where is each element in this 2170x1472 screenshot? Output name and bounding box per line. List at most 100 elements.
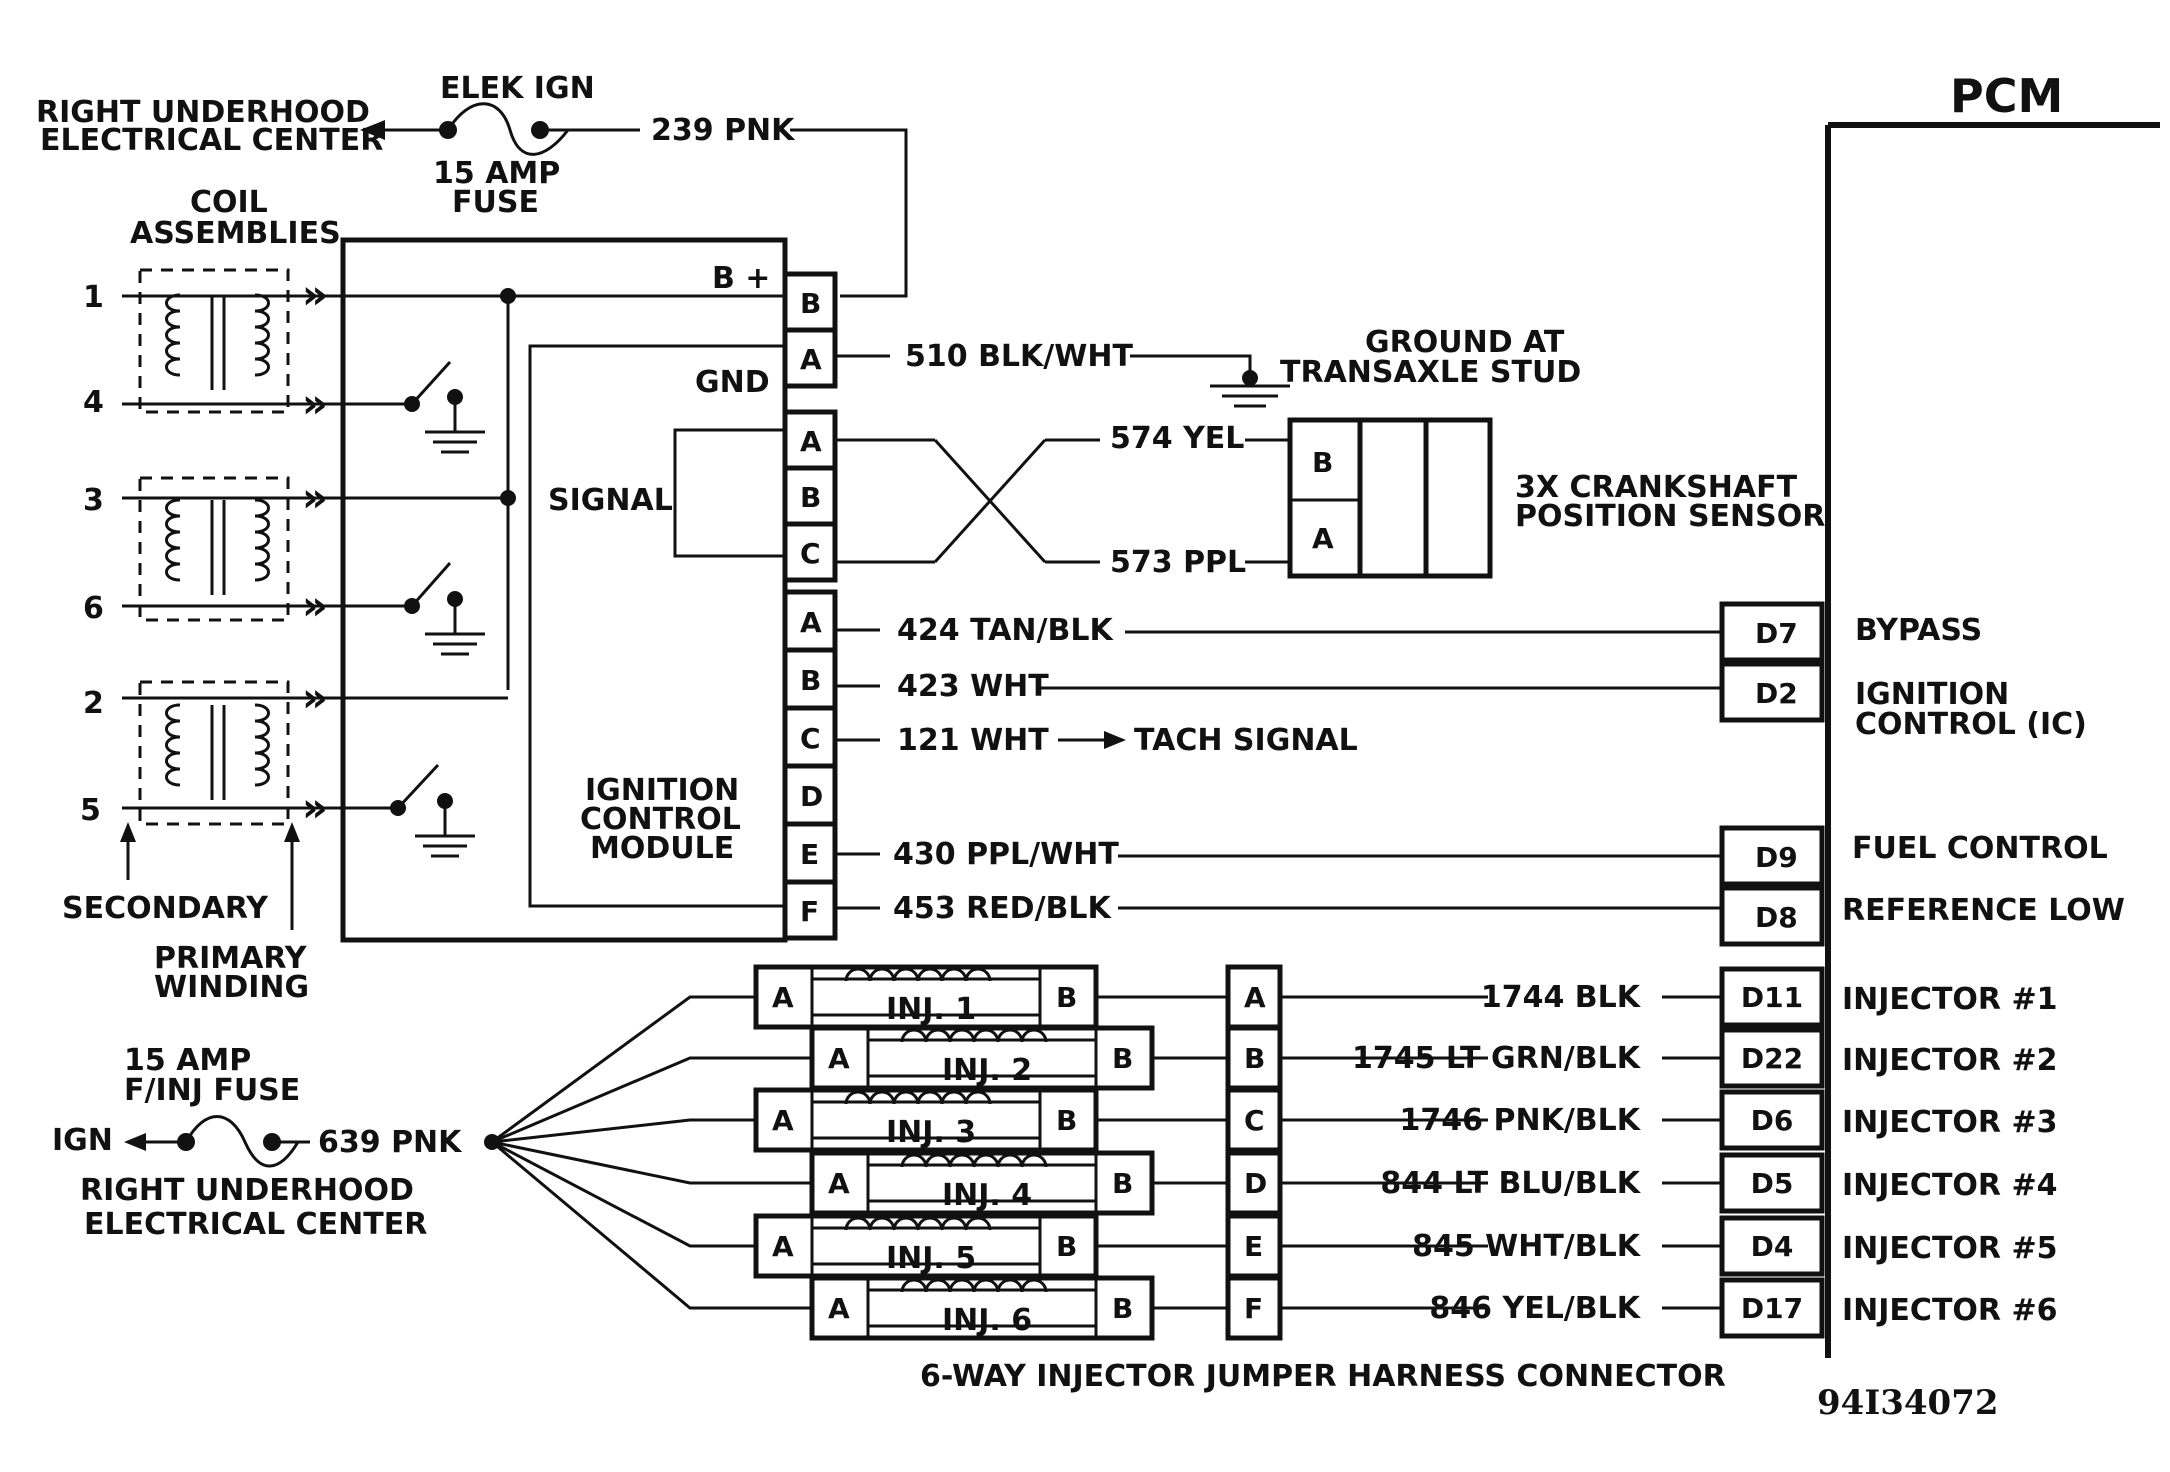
injector-coil-icon bbox=[844, 1090, 992, 1105]
injector-coil-icon bbox=[900, 1028, 1048, 1043]
injector-pin-a: A bbox=[828, 1292, 850, 1325]
ckp-pin-a: A bbox=[1312, 522, 1334, 555]
injector-coil-icon bbox=[844, 967, 992, 982]
pcm-label-ic-2: CONTROL (IC) bbox=[1855, 707, 2087, 742]
wire-574: 574 YEL bbox=[1110, 421, 1244, 456]
elek-ign-fuse: ELEK IGN 15 AMP FUSE 239 PNK bbox=[360, 71, 908, 298]
wire-423: 423 WHT bbox=[897, 669, 1049, 704]
wire-239: 239 PNK bbox=[651, 113, 796, 148]
inj-fuse-line1: 15 AMP bbox=[124, 1043, 251, 1078]
ckp-label-1: 3X CRANKSHAFT bbox=[1515, 470, 1798, 505]
injector-wire: 844 LT BLU/BLK bbox=[1380, 1166, 1641, 1201]
icm-out-pin-b: B bbox=[800, 664, 821, 697]
jumper-pin: D bbox=[1244, 1167, 1267, 1200]
pcm-pin-box bbox=[1719, 966, 1825, 1028]
pcm-pin-box bbox=[1719, 1215, 1825, 1277]
pcm-injector-label: INJECTOR #4 bbox=[1842, 1168, 2057, 1203]
jumper-pin-box bbox=[1225, 1150, 1283, 1216]
wire-639: 639 PNK bbox=[318, 1125, 463, 1160]
pcm-injector-label: INJECTOR #1 bbox=[1842, 982, 2057, 1017]
icm-name-1: IGNITION bbox=[585, 773, 739, 808]
pcm: PCM bbox=[1825, 69, 2160, 1358]
coil-terminal-1: 1 bbox=[83, 280, 104, 315]
ground-label-1: GROUND AT bbox=[1365, 325, 1565, 360]
injector-name: INJ. 6 bbox=[942, 1303, 1032, 1338]
fuse-rating-1: 15 AMP bbox=[433, 156, 560, 191]
jumper-pin: F bbox=[1244, 1292, 1263, 1325]
icm-connector: B A A B C A B C D E F bbox=[782, 271, 838, 941]
pcm-pins-upper: D7 D2 D9 D8 BYPASS IGNITION CONTROL (IC)… bbox=[1719, 601, 2125, 947]
wire-424: 424 TAN/BLK bbox=[897, 613, 1114, 648]
injector-name: INJ. 3 bbox=[886, 1115, 976, 1150]
harness-label: 6-WAY INJECTOR JUMPER HARNESS CONNECTOR bbox=[920, 1359, 1726, 1394]
primary-label-1: PRIMARY bbox=[154, 941, 308, 976]
icm-gnd: GND bbox=[695, 365, 770, 400]
pcm-injector-label: INJECTOR #3 bbox=[1842, 1105, 2057, 1140]
pcm-pin-box bbox=[1719, 1027, 1825, 1089]
jumper-pin: C bbox=[1244, 1104, 1265, 1137]
pcm-label-ic-1: IGNITION bbox=[1855, 677, 2009, 712]
coil-assembly-1 bbox=[138, 268, 290, 414]
icm-signal-pin-a: A bbox=[800, 425, 822, 458]
jumper-pin: E bbox=[1244, 1230, 1263, 1263]
ckp-label-2: POSITION SENSOR bbox=[1515, 499, 1825, 534]
injector-pin-a: A bbox=[828, 1167, 850, 1200]
ignition-control-module: B + GND SIGNAL IGNITION CONTROL MODULE bbox=[322, 237, 788, 943]
coil-terminal-5: 5 bbox=[80, 793, 101, 828]
pcm-pin-d7: D7 bbox=[1755, 617, 1798, 650]
pcm-injector-label: INJECTOR #5 bbox=[1842, 1231, 2057, 1266]
wire-121: 121 WHT bbox=[897, 723, 1049, 758]
right-center-bottom-2: ELECTRICAL CENTER bbox=[84, 1207, 427, 1242]
right-center-top-1: RIGHT UNDERHOOD bbox=[36, 95, 370, 130]
fuse-rating-2: FUSE bbox=[452, 185, 539, 220]
icm-pin-gnd: A bbox=[800, 343, 822, 376]
crankshaft-sensor-circuit: 574 YEL 573 PPL B A 3X CRANKSHAFT POSITI… bbox=[835, 417, 1825, 580]
right-center-top-2: ELECTRICAL CENTER bbox=[40, 123, 383, 158]
wire-573: 573 PPL bbox=[1110, 545, 1246, 580]
pcm-pin-box bbox=[1719, 1152, 1825, 1214]
injector-name: INJ. 5 bbox=[886, 1241, 976, 1276]
inj-fuse-ign: IGN bbox=[52, 1123, 113, 1158]
pcm-label-ref: REFERENCE LOW bbox=[1842, 893, 2125, 928]
injector-pin-b: B bbox=[1056, 1104, 1077, 1137]
injector-coil-icon bbox=[900, 1153, 1048, 1168]
jumper-pin: A bbox=[1244, 981, 1266, 1014]
pcm-injector-label: INJECTOR #2 bbox=[1842, 1043, 2057, 1078]
fuse-label: ELEK IGN bbox=[440, 71, 595, 106]
injector-name: INJ. 1 bbox=[886, 992, 976, 1027]
arrow-right-icon bbox=[1104, 731, 1126, 749]
icm-pin-bplus: B bbox=[800, 287, 821, 320]
coil-title-1: COIL bbox=[190, 185, 268, 220]
ground-wire: 510 BLK/WHT bbox=[905, 339, 1133, 374]
ckp-pin-b: B bbox=[1312, 446, 1333, 479]
injector-pin-a: A bbox=[772, 981, 794, 1014]
injector-wire: 845 WHT/BLK bbox=[1412, 1229, 1642, 1264]
injector-pin-b: B bbox=[1112, 1167, 1133, 1200]
pcm-pin-d9: D9 bbox=[1755, 841, 1798, 874]
injector-coil-icon bbox=[900, 1278, 1048, 1293]
icm-signal-pin-b: B bbox=[800, 481, 821, 514]
injector-pin-a: A bbox=[772, 1230, 794, 1263]
injector-coil-icon bbox=[844, 1216, 992, 1231]
coil-terminal-2: 2 bbox=[83, 686, 104, 721]
coil-terminal-4: 4 bbox=[83, 385, 104, 420]
injector-pin-a: A bbox=[772, 1104, 794, 1137]
icm-bplus: B + bbox=[712, 261, 770, 296]
ground-circuit: 510 BLK/WHT GROUND AT TRANSAXLE STUD bbox=[835, 325, 1581, 408]
injector-pin-b: B bbox=[1056, 981, 1077, 1014]
pcm-injector-pin: D6 bbox=[1751, 1104, 1794, 1137]
icm-out-pin-d: D bbox=[800, 780, 823, 813]
tach-signal: TACH SIGNAL bbox=[1134, 723, 1358, 758]
injector-pin-b: B bbox=[1112, 1292, 1133, 1325]
icm-out-pin-f: F bbox=[800, 895, 819, 928]
pcm-injector-pin: D17 bbox=[1741, 1292, 1803, 1325]
pcm-pin-box bbox=[1719, 1277, 1825, 1339]
injector-name: INJ. 2 bbox=[942, 1053, 1032, 1088]
